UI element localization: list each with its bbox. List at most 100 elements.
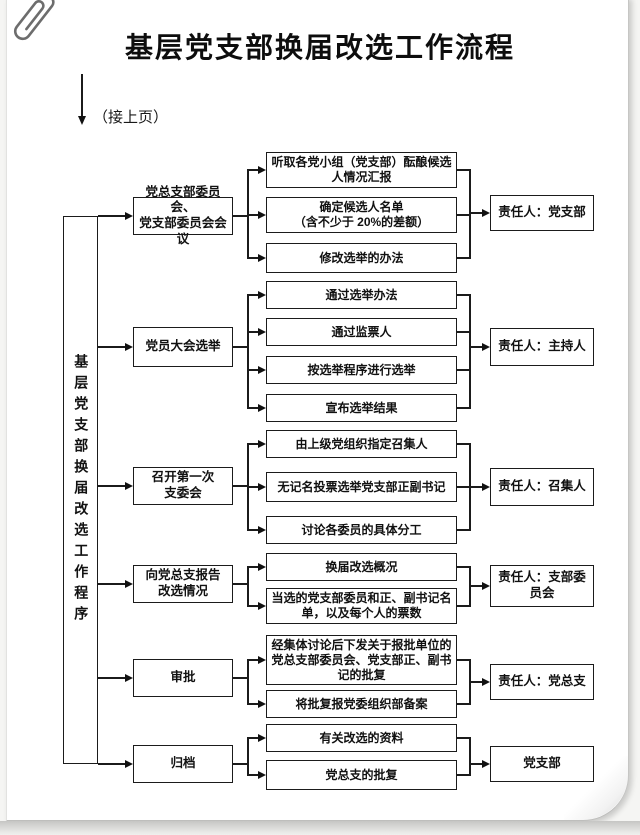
arrow-right-icon <box>258 733 266 742</box>
stage-box: 党员大会选举 <box>133 327 233 367</box>
detail-box: 讨论各委员的具体分工 <box>266 516 457 544</box>
stage-out-line <box>233 677 248 679</box>
fan-line <box>247 566 249 607</box>
fan-branch-line <box>248 407 259 409</box>
rail-to-stage-line <box>98 346 126 348</box>
arrow-right-icon <box>125 579 133 588</box>
fan-branch-line <box>248 294 259 296</box>
fan-line <box>247 737 249 776</box>
arrow-right-icon <box>125 211 133 220</box>
stage-box: 归档 <box>133 745 233 783</box>
arrow-right-icon <box>258 770 266 779</box>
bracket-stub-line <box>457 566 470 568</box>
detail-box: 修改选举的办法 <box>266 243 457 273</box>
bracket-to-responsible-line <box>470 212 483 214</box>
bracket-to-responsible-line <box>470 763 483 765</box>
bracket-stub-line <box>457 605 470 607</box>
bracket-stub-line <box>457 369 470 371</box>
detail-box: 由上级党组织指定召集人 <box>266 430 457 458</box>
stage-out-line <box>233 485 248 487</box>
bracket-line <box>469 169 471 259</box>
fan-line <box>247 294 249 409</box>
paperclip-icon <box>13 0 55 41</box>
rail-to-stage-line <box>98 763 126 765</box>
rail-to-stage-line <box>98 677 126 679</box>
bracket-stub-line <box>457 257 470 259</box>
responsible-box: 责任人：党总支 <box>490 664 594 700</box>
arrow-right-icon <box>125 673 133 682</box>
fan-branch-line <box>248 703 259 705</box>
arrow-right-icon <box>482 342 490 351</box>
bracket-stub-line <box>457 407 470 409</box>
fan-branch-line <box>248 566 259 568</box>
background-edge <box>0 821 640 835</box>
bracket-stub-line <box>457 529 470 531</box>
continuation-note: （接上页） <box>93 109 169 126</box>
arrow-right-icon <box>258 562 266 571</box>
arrow-right-icon <box>482 677 490 686</box>
fan-branch-line <box>248 331 259 333</box>
responsible-box: 责任人：主持人 <box>490 328 594 366</box>
bracket-stub-line <box>457 703 470 705</box>
page-title: 基层党支部换届改选工作流程 <box>124 33 515 64</box>
bracket-line <box>469 294 471 409</box>
detail-box: 宣布选举结果 <box>266 394 457 422</box>
arrow-right-icon <box>258 253 266 262</box>
responsible-box: 党支部 <box>490 746 594 782</box>
fan-line <box>247 659 249 705</box>
bracket-stub-line <box>457 294 470 296</box>
fan-branch-line <box>248 605 259 607</box>
fan-branch-line <box>248 774 259 776</box>
bracket-to-responsible-line <box>470 346 483 348</box>
bracket-stub-line <box>457 774 470 776</box>
detail-box: 有关改选的资料 <box>266 724 457 752</box>
arrow-right-icon <box>258 365 266 374</box>
arrow-right-icon <box>482 581 490 590</box>
arrow-right-icon <box>258 699 266 708</box>
process-rail-box: 基层党支部换届改选工作程序 <box>63 216 98 764</box>
arrow-down-icon <box>77 116 86 125</box>
fan-line <box>247 169 249 259</box>
responsible-box: 责任人：支部委 员会 <box>490 565 594 607</box>
fan-branch-line <box>248 169 259 171</box>
arrow-right-icon <box>482 482 490 491</box>
detail-box: 经集体讨论后下发关于报批单位的党总支部委员会、党支部正、副书记的批复 <box>266 635 457 685</box>
detail-box: 将批复报党委组织部备案 <box>266 690 457 718</box>
stage-box: 党总支部委员会、 党支部委员会会议 <box>133 185 233 246</box>
arrow-right-icon <box>258 210 266 219</box>
arrow-right-icon <box>125 481 133 490</box>
arrow-right-icon <box>482 759 490 768</box>
detail-box: 换届改选概况 <box>266 553 457 581</box>
stage-out-line <box>233 215 248 217</box>
bracket-to-responsible-line <box>470 681 483 683</box>
detail-box: 通过选举办法 <box>266 281 457 309</box>
stage-out-line <box>233 346 248 348</box>
arrow-right-icon <box>258 403 266 412</box>
arrow-right-icon <box>258 655 266 664</box>
arrow-right-icon <box>258 327 266 336</box>
rail-to-stage-line <box>98 583 126 585</box>
detail-box: 确定候选人名单 （含不少于 20%的差额） <box>266 197 457 233</box>
fan-branch-line <box>248 529 259 531</box>
responsible-box: 责任人：党支部 <box>490 195 594 231</box>
continuation-arrow-line <box>81 74 83 116</box>
stage-out-line <box>233 583 248 585</box>
bracket-stub-line <box>457 486 470 488</box>
detail-box: 按选举程序进行选举 <box>266 356 457 384</box>
bracket-stub-line <box>457 169 470 171</box>
fan-branch-line <box>248 257 259 259</box>
fan-branch-line <box>248 737 259 739</box>
stage-box: 召开第一次 支委会 <box>133 467 233 505</box>
arrow-right-icon <box>258 290 266 299</box>
fan-branch-line <box>248 486 259 488</box>
bracket-stub-line <box>457 737 470 739</box>
arrow-right-icon <box>258 482 266 491</box>
bracket-to-responsible-line <box>470 486 483 488</box>
stage-out-line <box>233 763 248 765</box>
fan-branch-line <box>248 443 259 445</box>
stage-box: 向党总支报告 改选情况 <box>133 565 233 603</box>
detail-box: 无记名投票选举党支部正副书记 <box>266 472 457 502</box>
responsible-box: 责任人：召集人 <box>490 468 594 506</box>
rail-to-stage-line <box>98 485 126 487</box>
fan-branch-line <box>248 214 259 216</box>
